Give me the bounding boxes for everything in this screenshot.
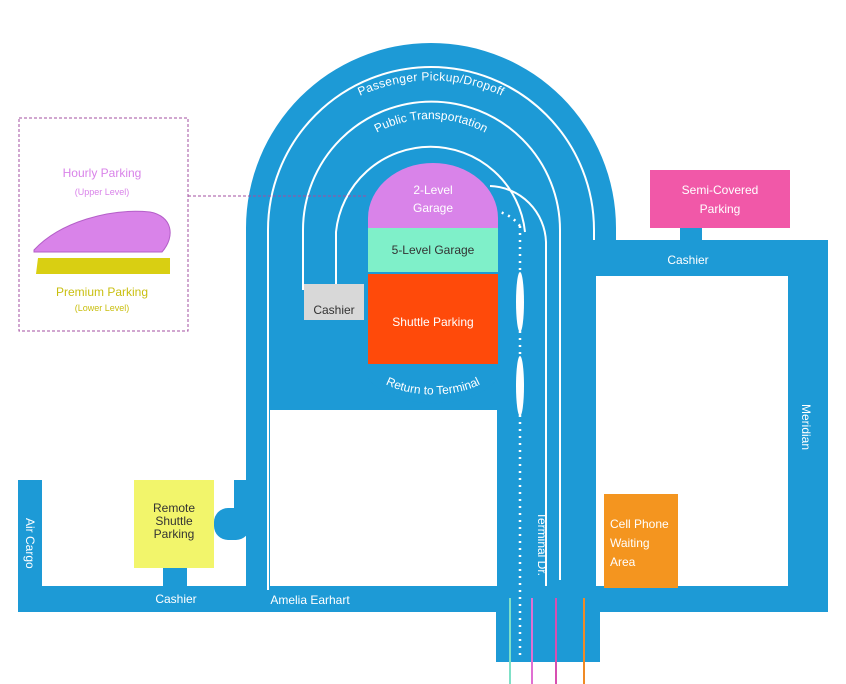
remote-label-line2: Shuttle [155,514,193,528]
garage2-label-line2: Garage [413,201,453,215]
semi-covered-parking [650,170,790,228]
garage-5-level [368,228,498,272]
meridian-label: Meridian [799,404,813,450]
amelia-earhart-label: Amelia Earhart [270,593,350,607]
hourly-parking-title: Hourly Parking [63,166,142,180]
remote-label-line3: Parking [154,527,195,541]
semi-covered-label-line2: Parking [700,202,741,216]
road-cutouts [42,276,788,586]
premium-parking-sub: (Lower Level) [75,303,130,313]
cell-phone-label-line1: Cell Phone [610,517,669,531]
garage-2-level [368,163,498,228]
legend-box [18,117,189,332]
cashier-booth-main [304,284,364,320]
road-overlay [163,380,270,590]
cashier-main-label: Cashier [313,303,354,317]
hourly-parking-sub: (Upper Level) [75,187,130,197]
cashier-right-label: Cashier [667,253,708,267]
hourly-parking-shape [33,210,171,253]
air-cargo-road [18,480,42,612]
terminal-dr-label: Terminal Dr. [535,512,549,576]
remote-shuttle-parking [134,480,214,568]
air-cargo-label: Air Cargo [23,518,37,569]
shuttle-parking-label: Shuttle Parking [392,315,473,329]
remote-label-line1: Remote [153,501,195,515]
terminal-dotted-lane [499,210,522,660]
terminal-stripes [509,598,585,684]
lane-islands [516,272,524,416]
cell-phone-label-line2: Waiting [610,536,650,550]
garage2-label-line1: 2-Level [413,183,452,197]
cashier-left-label: Cashier [155,592,196,606]
garage5-label: 5-Level Garage [392,243,475,257]
premium-parking-shape [36,258,170,274]
semi-covered-label-line1: Semi-Covered [682,183,759,197]
cell-phone-label-line3: Area [610,555,636,569]
return-to-terminal-road [368,360,498,404]
shuttle-parking [368,274,498,364]
amelia-earhart-road [18,586,828,612]
meridian-road [788,240,828,612]
lane-lines [267,66,595,590]
semi-covered-stub [680,226,702,244]
legend [18,117,368,332]
premium-parking-title: Premium Parking [56,285,148,299]
cell-phone-waiting-area [604,494,678,588]
